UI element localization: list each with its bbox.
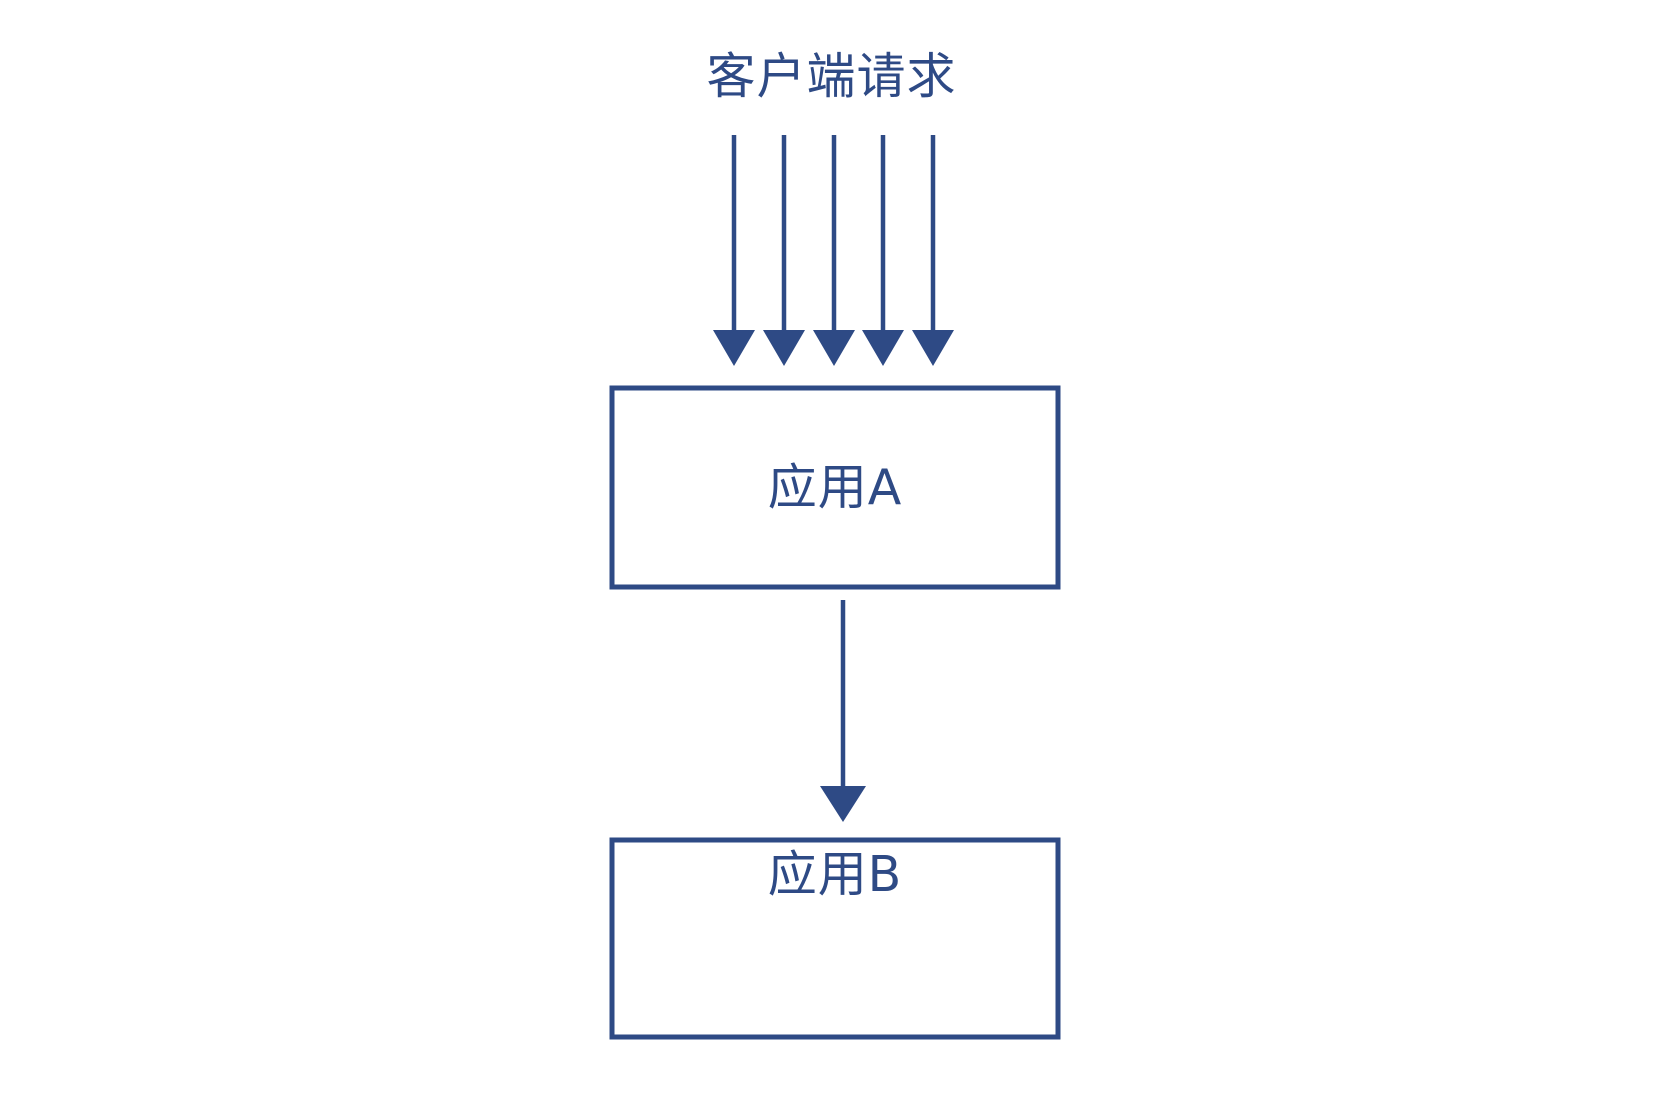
node-label-app-a: 应用A [767, 459, 903, 516]
request-arrow-1 [713, 135, 755, 366]
connector-app-a-to-app-b [820, 600, 866, 822]
node-box-app-a[interactable] [609, 385, 1061, 590]
node-box-app-b[interactable] [609, 837, 1061, 1040]
request-arrow-3 [813, 135, 855, 366]
request-arrow-4 [862, 135, 904, 366]
node-label-app-b: 应用B [767, 846, 903, 903]
incoming-flow-label: 客户端请求 [706, 48, 957, 105]
request-arrow-2 [763, 135, 805, 366]
incoming-request-arrows [713, 135, 954, 366]
request-arrow-5 [912, 135, 954, 366]
